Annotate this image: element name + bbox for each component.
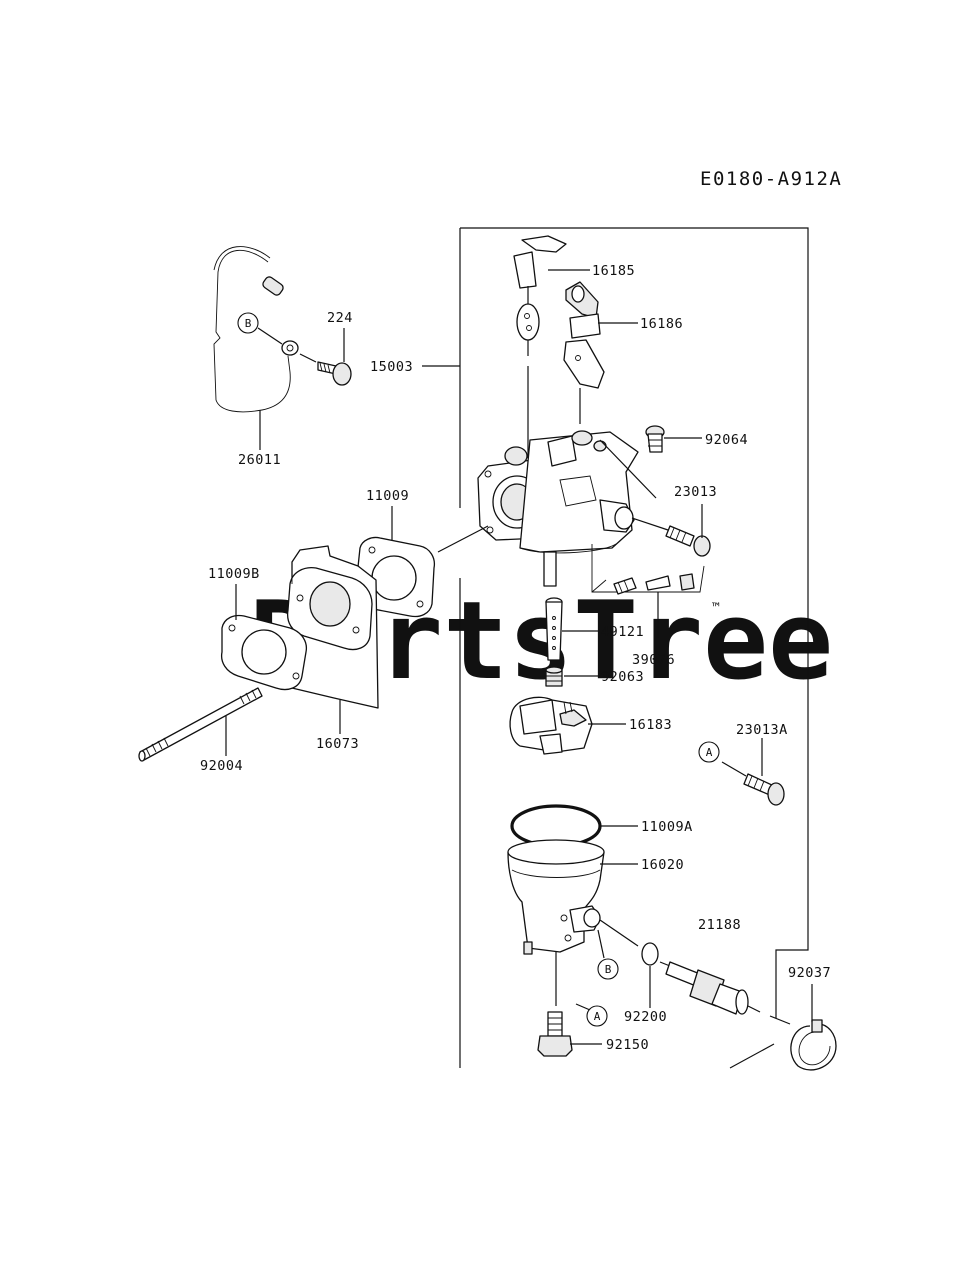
part-label-26011: 26011 [238, 452, 281, 468]
pilot-screw-set-39076-drawing [591, 544, 705, 638]
part-label-92150: 92150 [606, 1037, 649, 1053]
float-bowl-16020-drawing [507, 839, 639, 1006]
diagram-code: E0180-A912A [700, 168, 842, 190]
jet-92063-drawing [545, 666, 563, 687]
part-label-11009b: 11009B [208, 566, 260, 582]
part-label-16020: 16020 [641, 857, 684, 873]
leader-lines [225, 269, 813, 1045]
ref-marker-b-bowl: B [597, 929, 619, 980]
watermark-trademark: ™ [712, 601, 720, 616]
part-label-92064: 92064 [705, 432, 748, 448]
drain-bolt-92150-drawing [537, 1003, 591, 1057]
throttle-shaft-16185-drawing [513, 235, 567, 458]
part-label-11009: 11009 [366, 488, 409, 504]
wire-26011-drawing [213, 246, 299, 413]
jet-92064-drawing [645, 425, 665, 453]
screw-23013-drawing [631, 517, 711, 557]
carburetor-body-15003-drawing [437, 430, 657, 587]
solenoid-21188-drawing [659, 961, 791, 1069]
assembly-frame [459, 227, 809, 1068]
washer-92200-drawing [641, 942, 659, 966]
screw-224-drawing [299, 353, 352, 386]
part-label-92063: 92063 [601, 669, 644, 685]
part-label-92004: 92004 [200, 758, 243, 774]
part-label-11009a: 11009A [641, 819, 693, 835]
screw-23013a-drawing [721, 761, 785, 806]
gasket-11009b-drawing [220, 614, 308, 691]
choke-shaft-16186-drawing [563, 281, 605, 424]
insulator-16073-drawing [286, 545, 379, 709]
svg-text:B: B [605, 963, 612, 976]
part-label-16073: 16073 [316, 736, 359, 752]
part-label-49121: 49121 [601, 624, 644, 640]
part-label-15003: 15003 [370, 359, 413, 375]
part-label-16185: 16185 [592, 263, 635, 279]
svg-text:A: A [594, 1010, 601, 1023]
part-label-16186: 16186 [640, 316, 683, 332]
part-label-16183: 16183 [629, 717, 672, 733]
ref-marker-a-bowl: A [586, 1005, 608, 1027]
svg-text:B: B [245, 317, 252, 330]
nozzle-49121-drawing [545, 597, 563, 661]
part-label-92200: 92200 [624, 1009, 667, 1025]
part-label-23013a: 23013A [736, 722, 788, 738]
part-labels: 16185 16186 15003 224 26011 92064 23013 … [200, 263, 831, 1053]
float-16183-drawing [509, 696, 593, 755]
ref-marker-a-right: A [698, 741, 720, 763]
part-label-224: 224 [327, 310, 353, 326]
clamp-92037-drawing [790, 1019, 837, 1071]
part-label-23013: 23013 [674, 484, 717, 500]
part-label-39076: 39076 [632, 652, 675, 668]
svg-text:A: A [706, 746, 713, 759]
part-label-92037: 92037 [788, 965, 831, 981]
part-label-21188: 21188 [698, 917, 741, 933]
stud-92004-drawing [138, 687, 263, 762]
ref-marker-b-top: B [237, 312, 283, 345]
